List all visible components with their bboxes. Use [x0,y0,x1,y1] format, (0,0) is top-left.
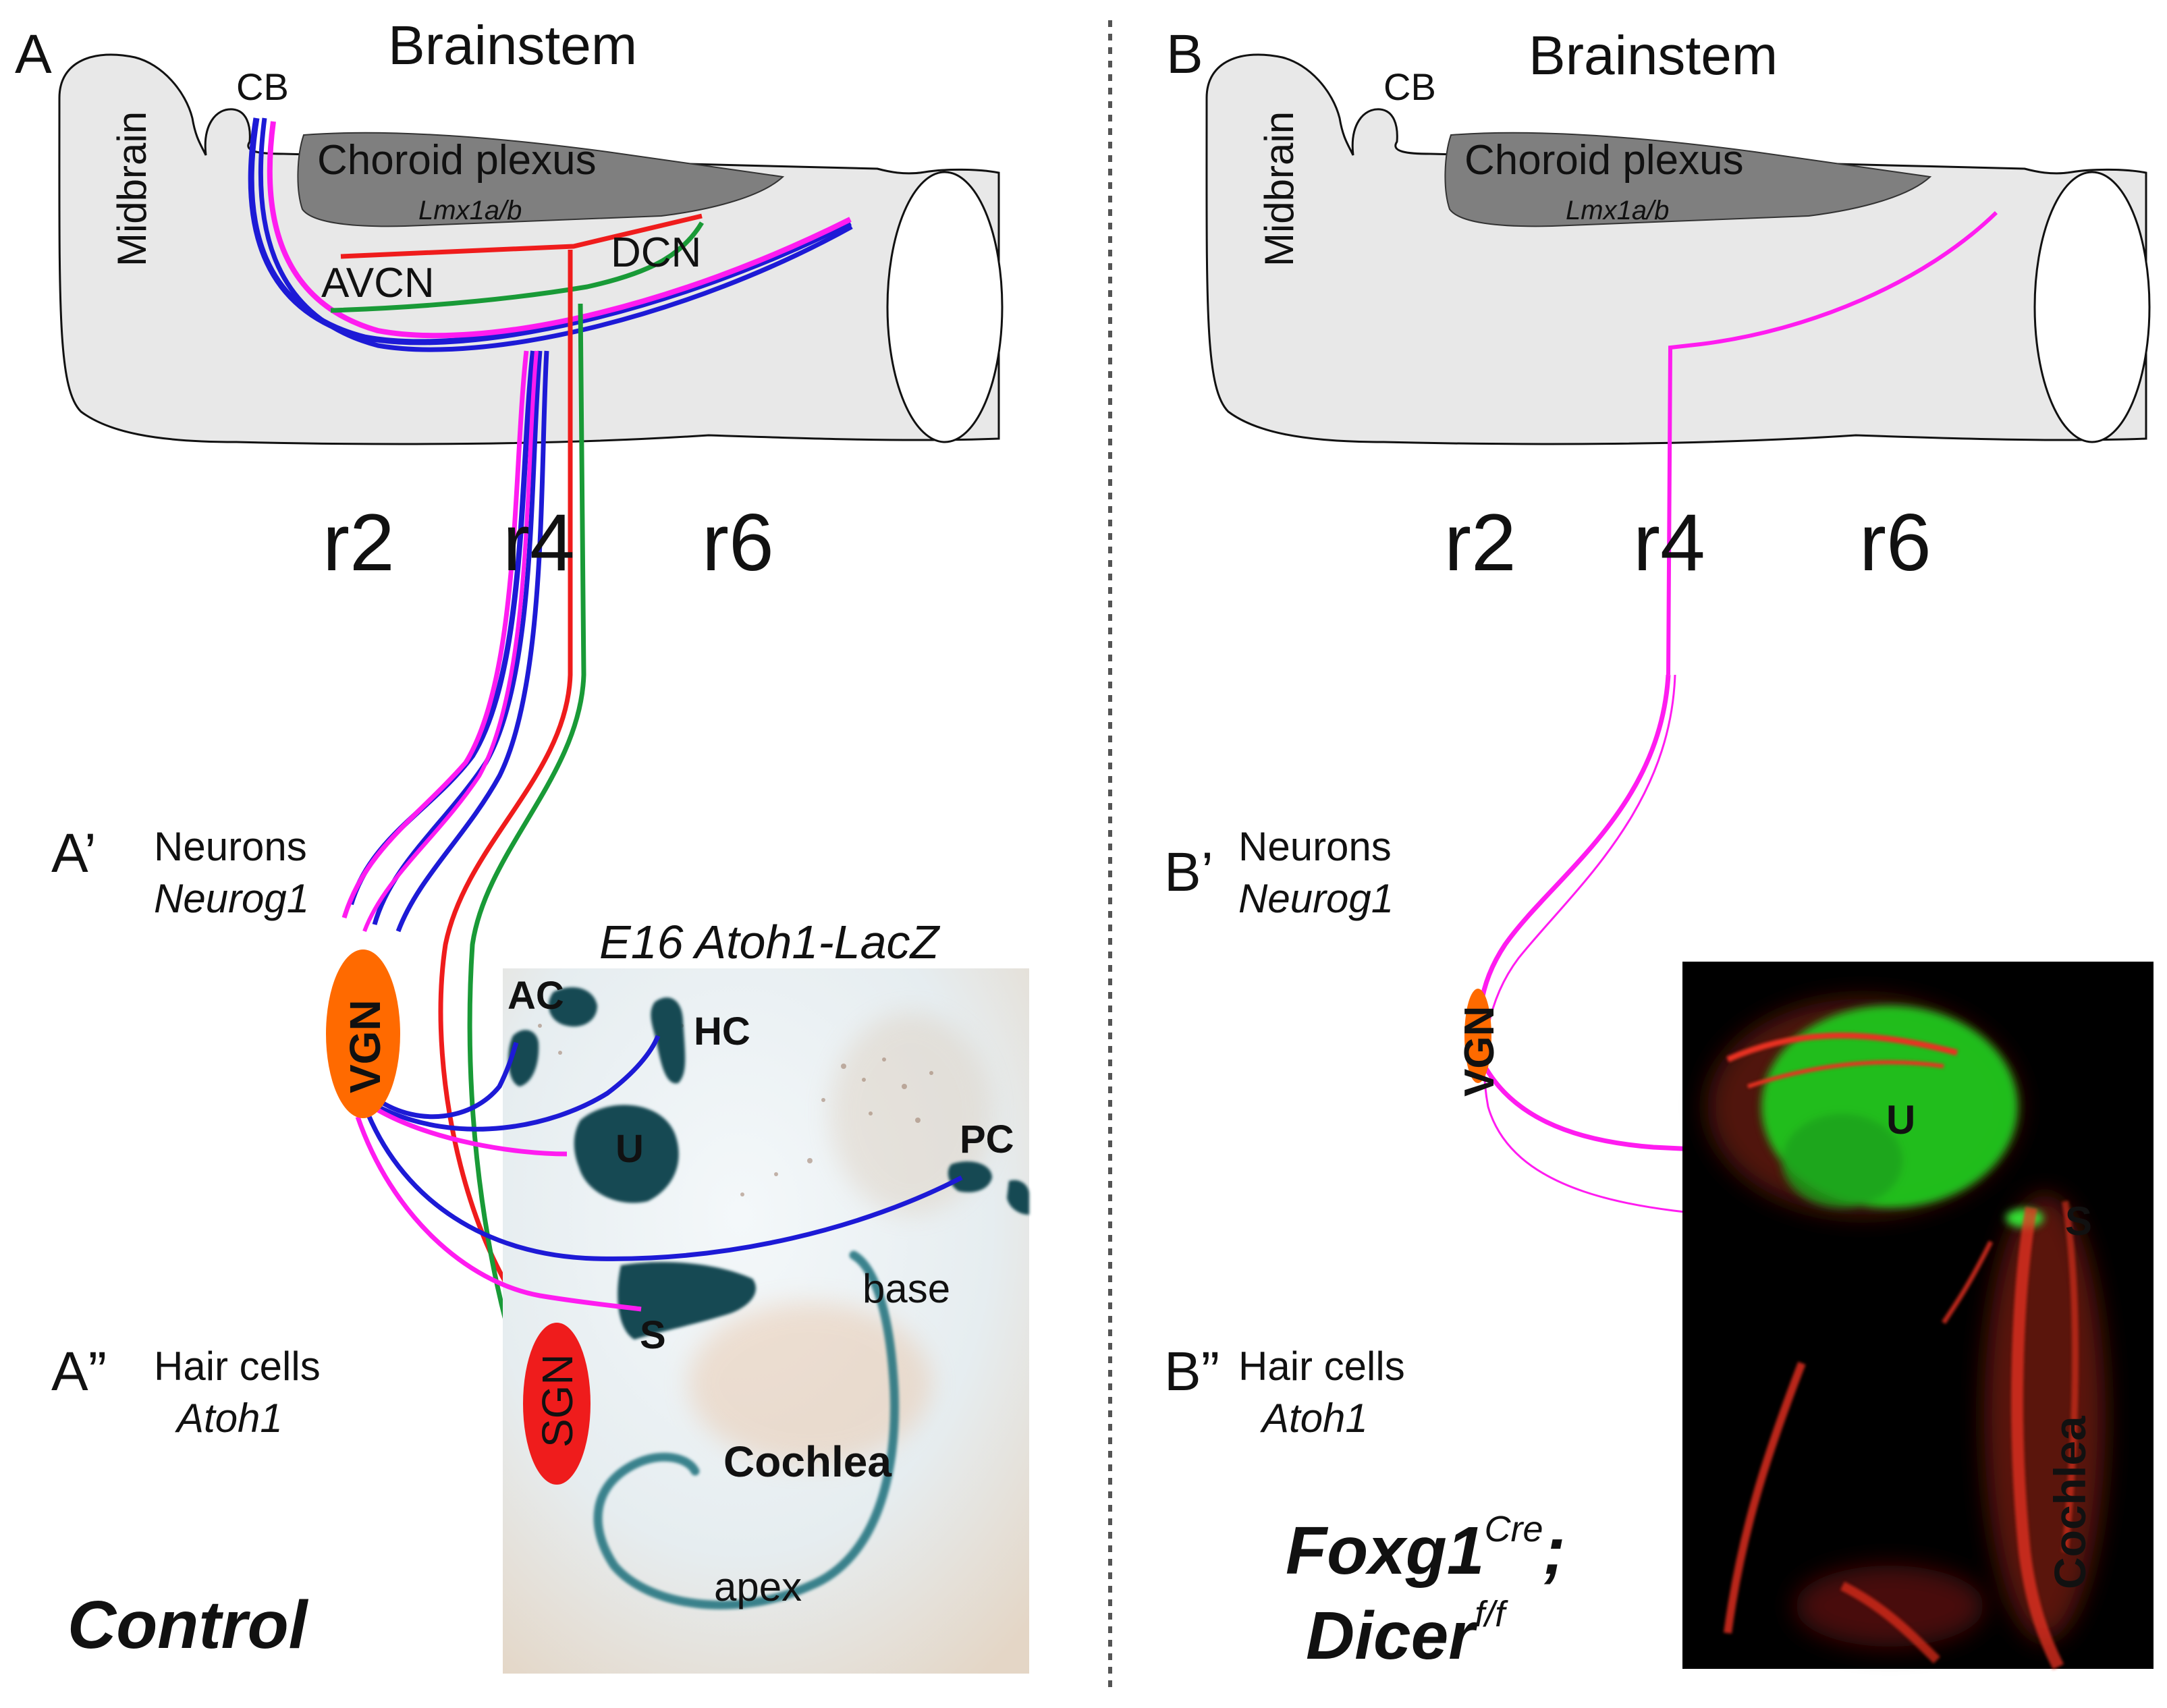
genotype-ff-sup: f/f [1475,1594,1508,1634]
nerve-magenta-a [341,350,529,919]
apex-label: apex [714,1564,802,1609]
r4-label: r4 [503,497,575,588]
r6-label-b: r6 [1859,497,1931,588]
a-prime-label: A’ [51,823,97,884]
s-label: S [640,1313,666,1357]
fiber-blue-ac [377,1041,519,1120]
cochlea-label-b: Cochlea [2045,1415,2095,1589]
cochlea-label: Cochlea [723,1437,892,1486]
neurons-label-b: Neurons [1238,824,1392,869]
ac-label: AC [508,974,564,1018]
genotype-dicer: Dicer [1306,1598,1478,1674]
vgn-ellipse-b [1464,989,1491,1083]
choroid-plexus-shape-b [1444,132,1932,227]
u-label: U [615,1127,644,1171]
hair-cells-label-b: Hair cells [1238,1344,1405,1389]
axon-red-avcn-dcn [340,213,703,259]
panel-a-letter: A [15,24,52,85]
panel-b-letter: B [1166,24,1203,85]
r2-label-b: r2 [1444,497,1516,588]
vgn-label: VGN [341,999,389,1093]
midbrain-label-b: Midbrain [1257,111,1302,267]
genotype-line-2: Dicerf/f [1306,1594,1508,1674]
pc-patch-2 [1007,1180,1029,1215]
hc-patch [651,997,686,1084]
axon-green-avcn-dcn [330,221,705,313]
fiber-blue-pc [365,1112,963,1261]
fiber-magenta-s [355,1115,642,1312]
vgn-ellipse [326,949,400,1118]
control-label: Control [67,1587,309,1663]
choroid-plexus-label-b: Choroid plexus [1464,137,1744,184]
genotype-foxg1: Foxg1 [1286,1513,1484,1589]
s-patch [618,1262,756,1340]
brainstem-label: Brainstem [388,15,637,76]
brainstem-end-ellipse-b [2033,171,2151,443]
hair-cells-label: Hair cells [154,1344,321,1389]
choroid-plexus-label: Choroid plexus [317,137,597,184]
cochlea-spiral [593,1250,899,1609]
sgn-label: SGN [533,1354,582,1448]
panel-b [1205,53,2154,1670]
nerve-blue-c [395,350,549,933]
ac-patch [548,987,597,1027]
fiber-magenta-b-thick [1477,674,1789,1157]
r4-label-b: r4 [1633,497,1705,588]
genotype-line-1: Foxg1Cre; [1286,1509,1566,1589]
atoh1-label: Atoh1 [175,1396,283,1441]
neurog1-label: Neurog1 [154,876,309,921]
midbrain-label: Midbrain [109,111,155,267]
fiber-blue-hc [377,1035,661,1132]
dcn-label: DCN [611,229,701,276]
s-label-b: S [2065,1199,2092,1244]
cb-label: CB [236,65,289,108]
avcn-label: AVCN [321,260,435,306]
a-dprime-label: A” [51,1341,107,1402]
axon-magenta-1 [267,121,852,339]
hc-label: HC [694,1010,750,1053]
axon-blue-1 [248,117,852,346]
u-label-b: U [1886,1097,1915,1142]
lmx-label: Lmx1a/b [418,196,522,225]
genotype-cre-sup: Cre [1484,1509,1543,1549]
photo-title-label: E16 Atoh1-LacZ [599,916,941,968]
nerve-magenta-b [362,350,539,933]
sgn-ellipse [523,1323,591,1485]
neurog1-label-b: Neurog1 [1238,876,1394,921]
r6-label: r6 [702,497,774,588]
axon-blue-2 [258,117,853,352]
u-patch [574,1105,679,1203]
vgn-label-b: VGN [1456,1006,1503,1097]
brainstem-shape-b [1205,53,2147,445]
choroid-plexus-shape [297,132,785,227]
genotype-semicolon: ; [1543,1513,1566,1589]
pc-label: PC [960,1118,1014,1161]
base-label: base [862,1266,950,1311]
r2-label: r2 [323,497,395,588]
panel-a [58,53,1029,1674]
fiber-magenta-b-brain [1666,211,1998,676]
brainstem-end-ellipse [886,171,1004,443]
cb-label-b: CB [1383,65,1436,108]
b-prime-label: B’ [1164,842,1213,903]
fluorescence-photo [1682,962,2154,1670]
lmx-label-b: Lmx1a/b [1566,196,1669,225]
brainstem-label-b: Brainstem [1529,25,1778,86]
b-dprime-label: B” [1164,1341,1219,1402]
neurons-label: Neurons [154,824,307,869]
pc-patch [948,1161,992,1192]
atoh1-label-b: Atoh1 [1260,1396,1368,1441]
e16-atoh1-lacz-photo [503,968,1029,1674]
fiber-magenta-u [377,1107,568,1157]
